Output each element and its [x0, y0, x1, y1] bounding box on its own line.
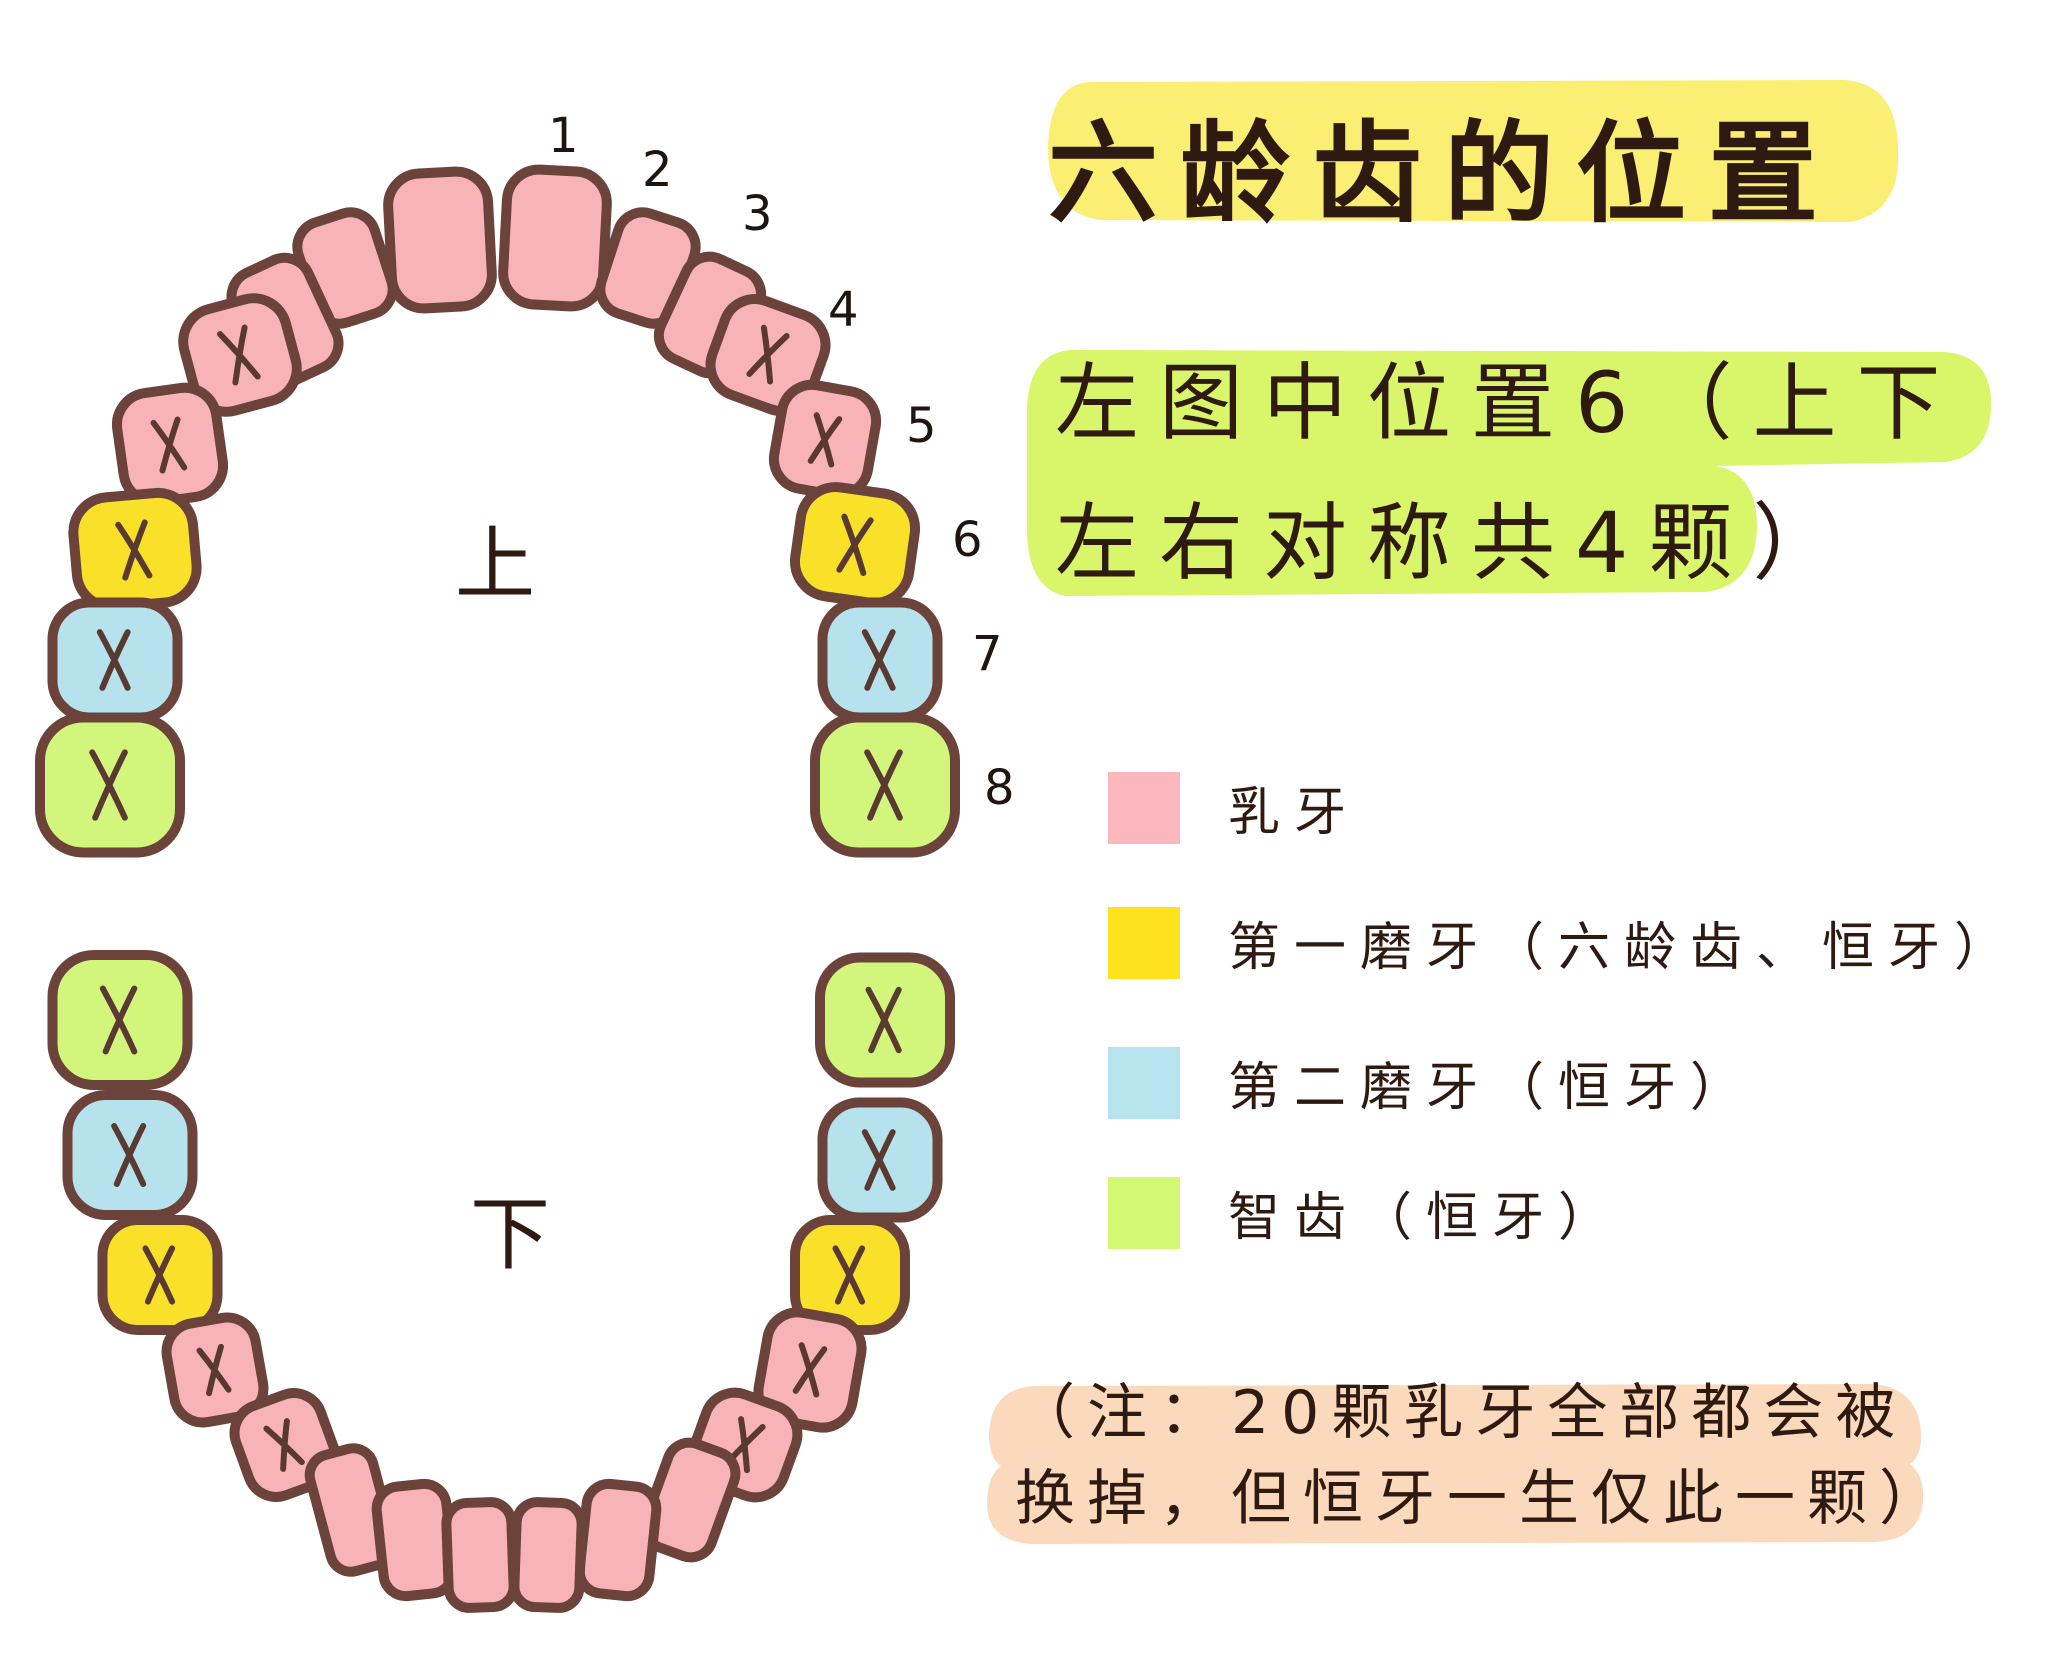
lower-tooth-baby [161, 1312, 269, 1428]
note-line-1: （注：20颗乳牙全部都会被 [1015, 1378, 1908, 1448]
tooth-number-4: 4 [828, 282, 859, 338]
upper-arch [35, 164, 960, 858]
tooth-number-8: 8 [984, 760, 1015, 816]
legend-swatch-first-molar [1108, 906, 1180, 979]
upper-tooth-first_molar [789, 482, 921, 608]
legend-item-baby-teeth: 乳牙 [1108, 770, 1360, 845]
legend-swatch-wisdom [1108, 1176, 1180, 1249]
tooth-number-5: 5 [906, 398, 937, 454]
tooth-number-7: 7 [972, 626, 1003, 682]
callout-highlight [1027, 350, 1992, 596]
upper-tooth-baby [383, 166, 497, 314]
upper-tooth-baby [768, 379, 882, 501]
legend-item-wisdom-tooth: 智齿（恒牙） [1108, 1175, 1624, 1250]
lower-tooth-second_molar [62, 1090, 198, 1220]
legend-swatch-baby [1108, 771, 1180, 844]
upper-tooth-wisdom [810, 712, 960, 858]
lower-arch-label: 下 [470, 1188, 550, 1281]
tooth-number-6: 6 [952, 512, 983, 568]
legend-item-first-molar: 第一磨牙（六龄齿、恒牙） [1108, 905, 2020, 980]
upper-tooth-baby [178, 293, 302, 417]
lower-tooth-first_molar [97, 1215, 223, 1335]
legend-item-second-molar: 第二磨牙（恒牙） [1108, 1045, 1756, 1120]
upper-tooth-baby [111, 382, 229, 508]
lower-tooth-baby [509, 1497, 587, 1613]
page-title: 六龄齿的位置 [1048, 110, 1840, 238]
upper-tooth-second_molar [817, 597, 943, 723]
callout-line-1: 左图中位置6（上下 [1055, 354, 1961, 452]
note-line-2: 换掉，但恒牙一生仅此一颗） [1015, 1464, 1951, 1534]
upper-tooth-baby [705, 294, 831, 416]
tooth-number-1: 1 [548, 108, 579, 164]
callout-line-2: 左右对称共4颗） [1055, 494, 1857, 592]
legend-label: 智齿（恒牙） [1228, 1188, 1625, 1248]
tooth-number-3: 3 [742, 186, 773, 242]
lower-tooth-baby [639, 1437, 741, 1563]
note-highlight [987, 1384, 1924, 1544]
upper-tooth-second_molar [47, 597, 183, 723]
upper-arch-label: 上 [455, 518, 535, 611]
lower-arch [47, 950, 955, 1613]
upper-tooth-wisdom [35, 712, 185, 858]
lower-tooth-baby [574, 1478, 662, 1602]
upper-tooth-baby [498, 164, 612, 312]
legend-label: 第二磨牙（恒牙） [1228, 1058, 1757, 1118]
legend-swatch-second-molar [1108, 1046, 1180, 1119]
lower-tooth-wisdom [815, 952, 955, 1088]
upper-tooth-first_molar [68, 487, 202, 613]
legend-label: 乳牙 [1228, 783, 1361, 843]
lower-tooth-wisdom [47, 950, 193, 1090]
tooth-number-2: 2 [642, 142, 673, 198]
lower-tooth-baby [441, 1497, 519, 1613]
legend-label: 第一磨牙（六龄齿、恒牙） [1228, 918, 2021, 978]
title-highlight [1048, 80, 1899, 222]
lower-tooth-second_molar [817, 1097, 943, 1223]
